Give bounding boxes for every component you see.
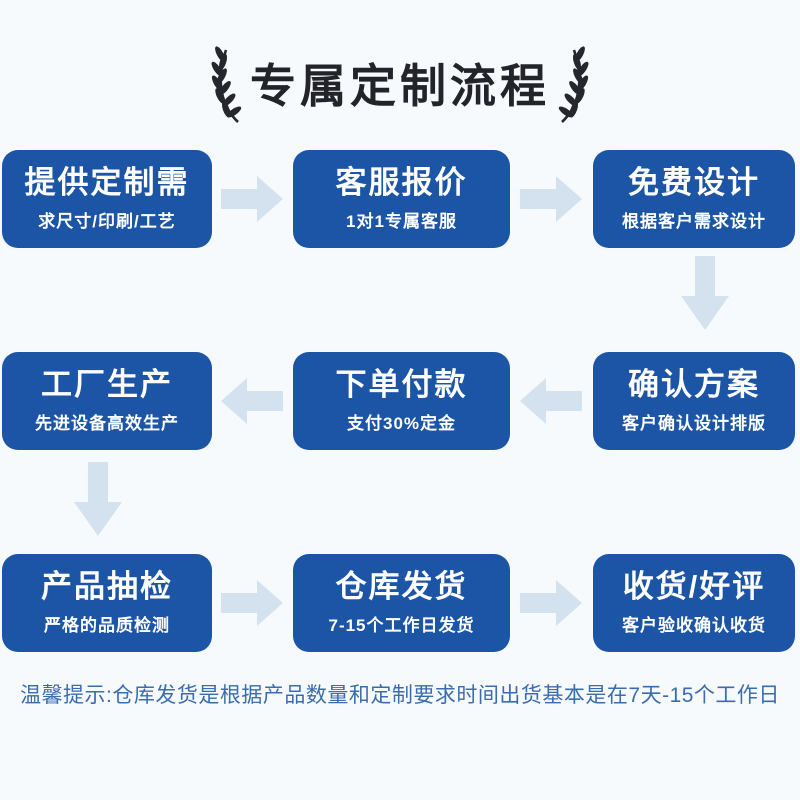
step-subtitle: 求尺寸/印刷/工艺 (38, 211, 176, 231)
step-subtitle: 7-15个工作日发货 (328, 615, 475, 635)
step-box-8: 仓库发货 7-15个工作日发货 (293, 554, 510, 652)
step-box-7: 产品抽检 严格的品质检测 (2, 554, 212, 652)
arrow-down-icon (681, 256, 729, 330)
laurel-right-icon (558, 46, 589, 123)
step-title: 免费设计 (628, 165, 760, 201)
step-subtitle: 支付30%定金 (346, 413, 457, 433)
arrow-right-icon (520, 176, 582, 222)
step-box-3: 免费设计 根据客户需求设计 (593, 150, 795, 248)
step-subtitle: 根据客户需求设计 (622, 211, 766, 231)
step-title: 收货/好评 (622, 569, 766, 605)
step-box-5: 下单付款 支付30%定金 (293, 352, 510, 450)
step-box-9: 收货/好评 客户验收确认收货 (593, 554, 795, 652)
step-title: 产品抽检 (41, 569, 173, 605)
step-subtitle: 严格的品质检测 (44, 615, 170, 635)
step-box-4: 确认方案 客户确认设计排版 (593, 352, 795, 450)
tip-text: 温馨提示:仓库发货是根据产品数量和定制要求时间出货基本是在7天-15个工作日 (20, 684, 780, 707)
step-box-1: 提供定制需 求尺寸/印刷/工艺 (2, 150, 212, 248)
step-title: 提供定制需 (24, 165, 190, 201)
arrow-right-icon (221, 580, 283, 626)
step-subtitle: 客户验收确认收货 (622, 615, 766, 635)
step-box-2: 客服报价 1对1专属客服 (293, 150, 510, 248)
step-title: 仓库发货 (335, 569, 468, 605)
arrow-right-icon (520, 580, 582, 626)
step-title: 下单付款 (335, 367, 468, 403)
step-subtitle: 1对1专属客服 (346, 211, 457, 231)
arrow-left-icon (221, 378, 283, 424)
title-banner: 专属定制流程 (0, 44, 800, 128)
arrow-down-icon (74, 462, 122, 536)
step-title: 确认方案 (628, 367, 760, 403)
step-title: 工厂生产 (41, 367, 173, 403)
arrow-left-icon (520, 378, 582, 424)
arrow-right-icon (221, 176, 283, 222)
laurel-left-icon (211, 46, 242, 123)
step-subtitle: 先进设备高效生产 (35, 413, 179, 433)
step-subtitle: 客户确认设计排版 (622, 413, 766, 433)
step-box-6: 工厂生产 先进设备高效生产 (2, 352, 212, 450)
step-title: 客服报价 (335, 165, 468, 201)
page-title: 专属定制流程 (250, 60, 550, 112)
